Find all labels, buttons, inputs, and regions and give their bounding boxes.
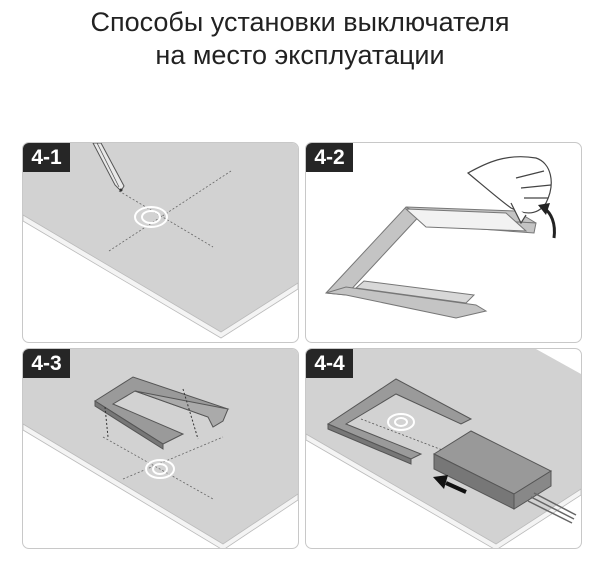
- step-panel-4-4: 4-4: [305, 348, 582, 549]
- hand-icon: [466, 156, 552, 225]
- step-panel-4-1: 4-1: [22, 142, 299, 343]
- step-label: 4-1: [23, 143, 70, 172]
- mounting-frame: [326, 378, 473, 465]
- arrow-left-icon: [433, 475, 467, 494]
- peel-film-illustration: [324, 156, 556, 319]
- step-panel-4-2: 4-2: [305, 142, 582, 343]
- switch-module: [432, 430, 577, 524]
- attach-frame-illustration: [23, 349, 298, 548]
- step-panel-4-3: 4-3: [22, 348, 299, 549]
- power-logo-icon: [145, 459, 175, 479]
- step-label: 4-2: [306, 143, 353, 172]
- step-label: 4-4: [306, 349, 353, 378]
- mounting-frame: [324, 206, 537, 319]
- insert-switch-illustration: [306, 349, 581, 548]
- power-logo-icon: [134, 206, 168, 228]
- step-label: 4-3: [23, 349, 70, 378]
- title-line-2: на место эксплуатации: [155, 40, 445, 70]
- page-title: Способы установки выключателя на место э…: [0, 6, 600, 72]
- pencil-icon: [92, 143, 125, 192]
- title-line-1: Способы установки выключателя: [90, 7, 510, 37]
- power-logo-icon: [387, 413, 415, 431]
- mounting-frame: [94, 376, 230, 450]
- marking-illustration: [23, 143, 298, 339]
